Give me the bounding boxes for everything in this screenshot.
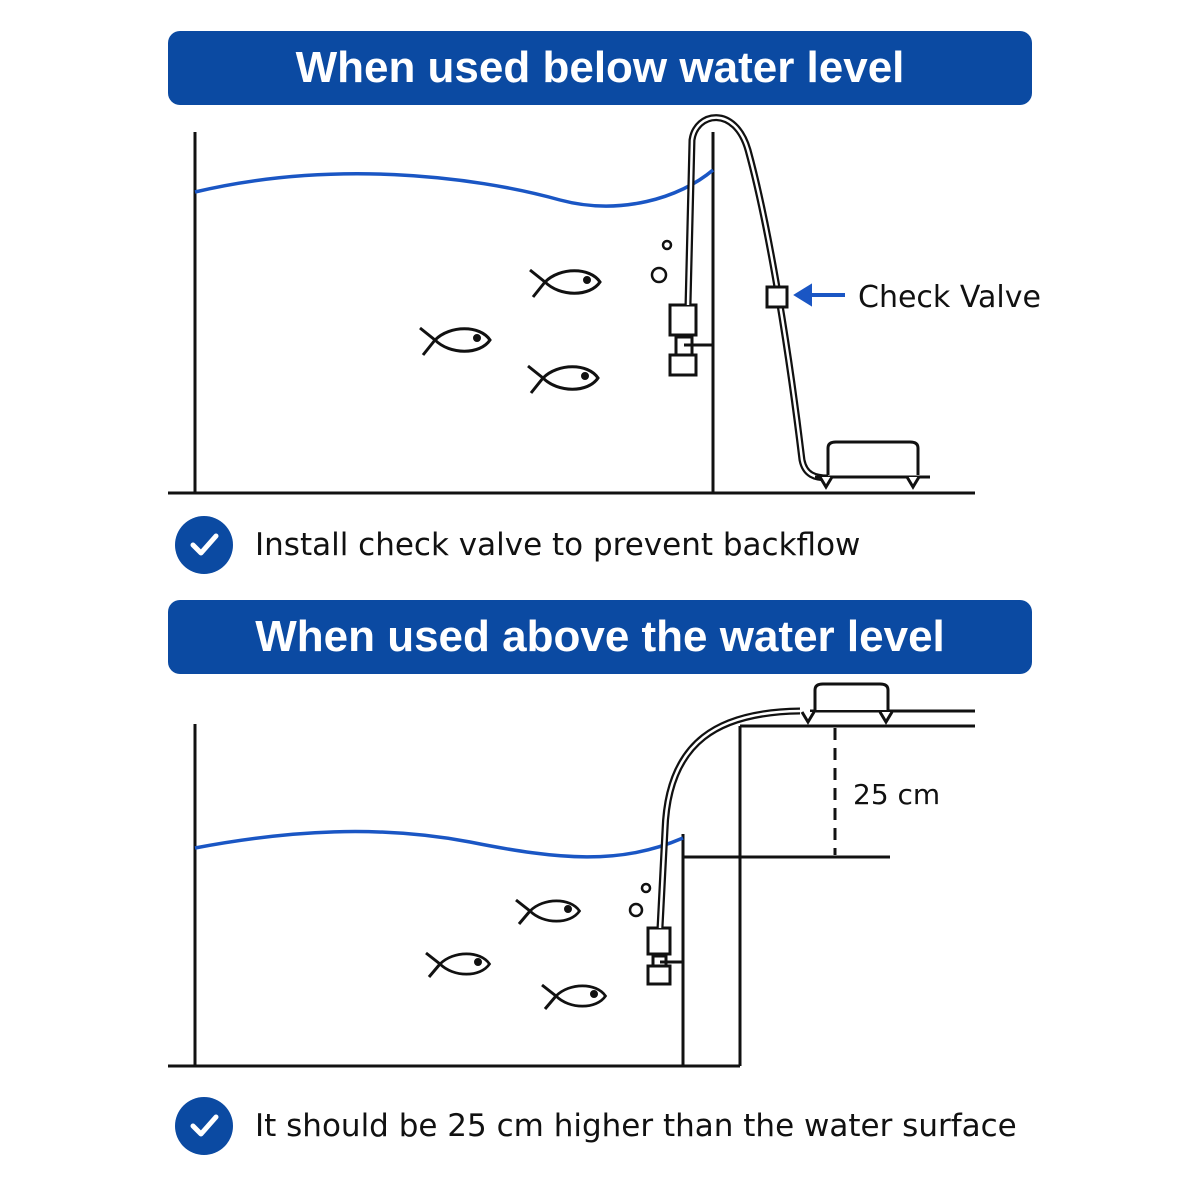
arrow-left-icon bbox=[793, 283, 845, 307]
bubble-icon bbox=[640, 882, 652, 894]
tank-outline bbox=[168, 724, 740, 1068]
bubble-icon bbox=[628, 902, 644, 918]
fish-icon bbox=[419, 326, 492, 356]
check-circle-icon bbox=[175, 516, 233, 574]
section-title-below-water: When used below water level bbox=[168, 31, 1032, 105]
check-circle-icon bbox=[175, 1097, 233, 1155]
check-valve-icon bbox=[765, 285, 789, 309]
pump-icon bbox=[646, 926, 682, 986]
note-text: Install check valve to prevent backflow bbox=[255, 527, 861, 563]
bubble-icon bbox=[650, 266, 668, 284]
fish-icon bbox=[425, 951, 492, 978]
hose bbox=[656, 707, 801, 929]
height-label: 25 cm bbox=[853, 778, 940, 811]
bubble-icon bbox=[661, 239, 673, 251]
above-water-diagram: 25 cm bbox=[168, 682, 975, 1068]
note-below-water: Install check valve to prevent backflow bbox=[175, 515, 860, 575]
fish-icon bbox=[541, 983, 608, 1010]
note-text: It should be 25 cm higher than the water… bbox=[255, 1108, 1017, 1144]
water-surface bbox=[194, 168, 715, 208]
section-title-above-water: When used above the water level bbox=[168, 600, 1032, 674]
water-surface bbox=[194, 829, 684, 859]
fish-icon bbox=[515, 898, 582, 925]
filter-box-icon bbox=[815, 440, 930, 490]
fish-icon bbox=[529, 268, 602, 298]
filter-box-icon bbox=[800, 682, 894, 725]
check-valve-label: Check Valve bbox=[858, 280, 1041, 315]
note-above-water: It should be 25 cm higher than the water… bbox=[175, 1096, 1017, 1156]
pump-icon bbox=[668, 303, 712, 377]
below-water-diagram: Check Valve bbox=[168, 114, 1041, 495]
shelf-structure bbox=[683, 709, 975, 1066]
tank-outline bbox=[168, 132, 975, 495]
fish-icon bbox=[527, 364, 600, 394]
